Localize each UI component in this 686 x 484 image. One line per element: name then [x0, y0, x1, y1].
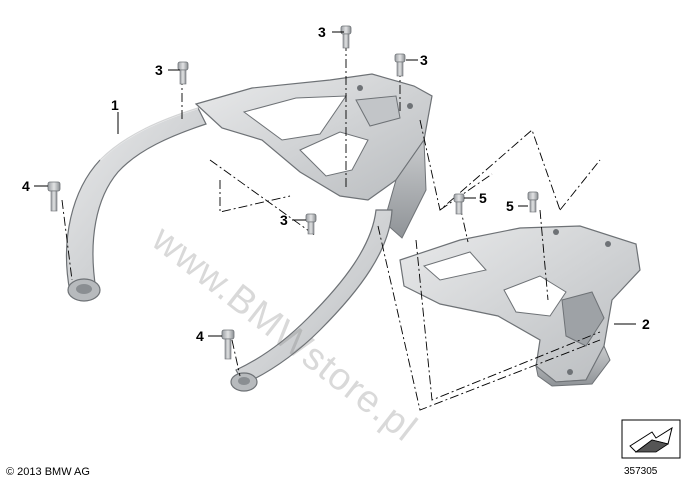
- side-bar-right: [230, 209, 393, 392]
- bolt-3-top: [340, 25, 352, 49]
- callout-5-left: 5: [479, 190, 487, 206]
- callout-1: 1: [111, 97, 119, 113]
- callout-2: 2: [642, 316, 650, 332]
- bolt-3-middle: [305, 213, 317, 235]
- bolt-4-left: [47, 181, 61, 212]
- callout-4-bottom: 4: [196, 328, 204, 344]
- callout-4-left: 4: [22, 178, 30, 194]
- orientation-arrow-icon: [621, 419, 681, 459]
- bolt-5-right: [527, 191, 539, 213]
- callout-3-top: 3: [318, 24, 326, 40]
- callout-3-left: 3: [155, 62, 163, 78]
- callout-5-right: 5: [506, 198, 514, 214]
- mounting-plate: [399, 225, 641, 387]
- bolt-3-right: [394, 53, 406, 77]
- callout-3-right: 3: [420, 52, 428, 68]
- luggage-rack-top: [194, 73, 433, 239]
- bolt-3-left: [177, 61, 189, 85]
- grab-handle-left: [65, 107, 207, 302]
- copyright-text: © 2013 BMW AG: [6, 466, 90, 478]
- bolt-4-bottom: [221, 329, 235, 360]
- callout-leaders: [34, 31, 636, 337]
- callout-3-middle: 3: [280, 212, 288, 228]
- bolt-5-left: [453, 193, 465, 215]
- diagram-number: 357305: [624, 466, 658, 477]
